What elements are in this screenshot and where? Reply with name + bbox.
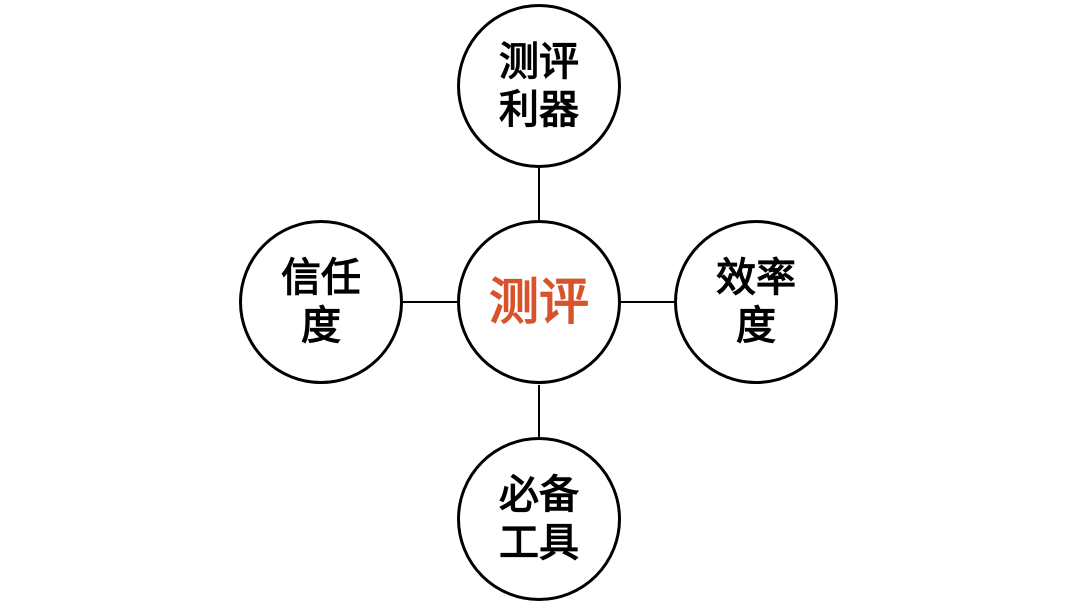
node-bottom-label: 必备工具 [499, 472, 579, 566]
node-right: 效率度 [674, 220, 838, 384]
connector-right [621, 301, 676, 303]
node-center-label: 测评 [489, 273, 589, 331]
node-left: 信任度 [239, 220, 403, 384]
node-top-label: 测评利器 [499, 39, 579, 133]
connector-top [538, 168, 540, 220]
node-bottom: 必备工具 [457, 437, 621, 601]
node-top: 测评利器 [457, 4, 621, 168]
connector-bottom [538, 385, 540, 437]
connector-left [403, 301, 459, 303]
node-right-label: 效率度 [716, 255, 796, 349]
node-center: 测评 [457, 220, 621, 384]
node-left-label: 信任度 [281, 255, 361, 349]
